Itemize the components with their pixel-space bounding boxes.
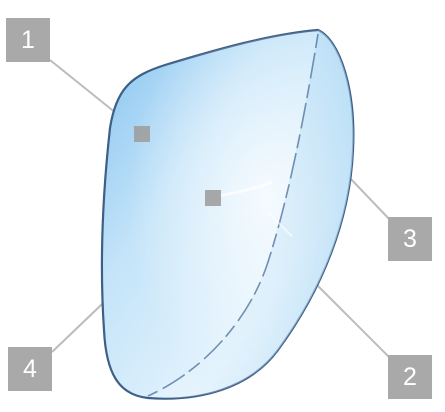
marker-point-4 <box>205 190 221 206</box>
callout-badge-4: 4 <box>8 347 52 391</box>
callout-badge-1: 1 <box>6 18 50 62</box>
leader-line-2 <box>315 283 392 360</box>
leader-line-3 <box>348 176 392 222</box>
callout-label-3: 3 <box>403 225 417 253</box>
callout-badge-3: 3 <box>388 217 432 261</box>
callout-label-1: 1 <box>21 26 35 54</box>
callout-badge-2: 2 <box>388 355 432 399</box>
callout-label-4: 4 <box>23 355 37 383</box>
marker-point-1 <box>134 126 150 142</box>
callout-label-2: 2 <box>403 363 417 391</box>
